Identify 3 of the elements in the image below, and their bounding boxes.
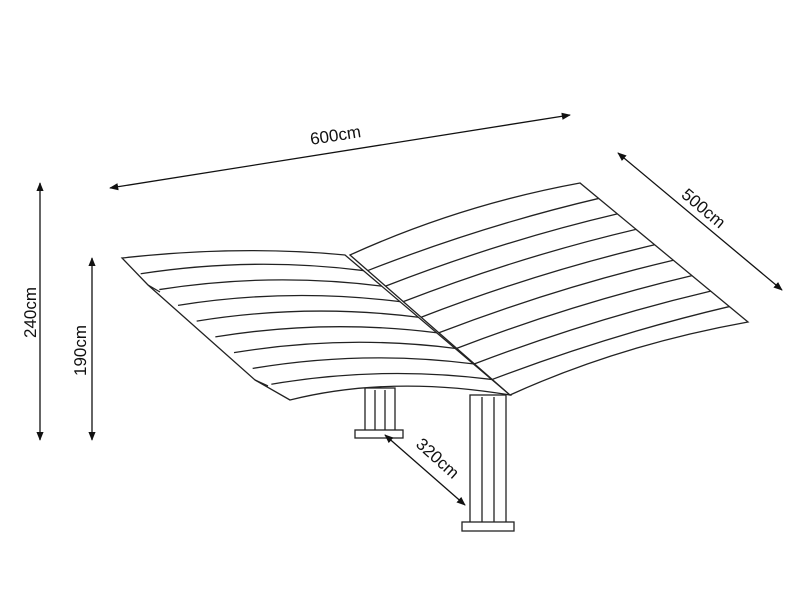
- dimension-label: 600cm: [308, 122, 362, 148]
- dimension-label: 190cm: [72, 324, 89, 376]
- dimension-label: 240cm: [22, 286, 39, 338]
